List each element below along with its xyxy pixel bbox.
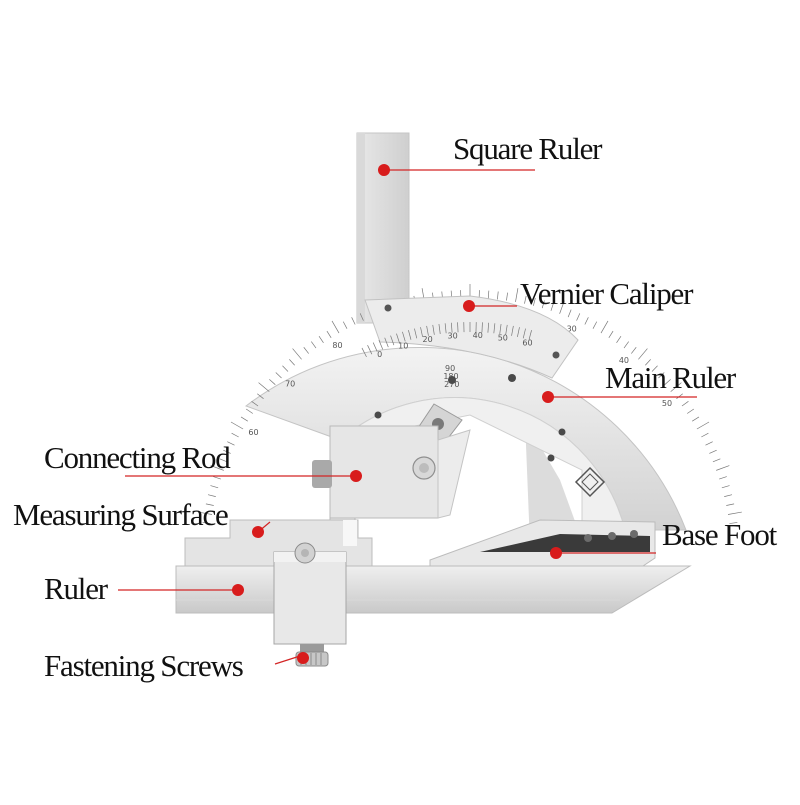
main-scale-tick <box>319 336 323 343</box>
main-scale-tick <box>701 433 708 437</box>
main-scale-tick <box>311 342 316 348</box>
fastening-screws-callout-dot <box>297 652 309 664</box>
main-scale-tick <box>259 383 270 392</box>
ruler-label: Ruler <box>44 573 107 604</box>
main-scale-tick <box>624 342 629 348</box>
main-scale-tick <box>601 321 608 333</box>
main-scale-tick <box>515 288 517 302</box>
main-scale-tick <box>246 409 253 413</box>
main-scale-tick <box>722 486 730 488</box>
vernier-scale-number: 60 <box>522 339 532 348</box>
main-scale-number: 50 <box>662 399 672 408</box>
main-scale-tick <box>716 466 729 471</box>
main-scale-tick <box>687 409 694 413</box>
main-scale-tick <box>709 450 716 453</box>
main-scale-tick <box>617 336 621 343</box>
main-scale-tick <box>724 495 732 497</box>
main-scale-tick <box>631 347 636 353</box>
measuring-surface-callout-dot <box>252 526 264 538</box>
ruler-clamp-block <box>274 543 346 644</box>
main-scale-tick <box>593 322 597 329</box>
main-scale-tick <box>343 322 347 329</box>
main-scale-tick <box>269 379 275 384</box>
main-scale-tick <box>282 366 288 372</box>
main-scale-tick <box>585 317 589 324</box>
base-foot-callout-dot <box>550 547 562 559</box>
main-scale-tick <box>728 512 742 514</box>
main-scale-tick <box>232 433 239 437</box>
main-ruler-callout-dot <box>542 391 554 403</box>
fastening-screws-label: Fastening Screws <box>44 650 243 681</box>
main-scale-number: 60 <box>248 428 258 437</box>
ruler-blade <box>176 566 690 613</box>
main-scale-tick <box>497 291 498 299</box>
vernier-scale-number: 50 <box>498 333 508 342</box>
vernier-scale-number: 0 <box>377 350 382 359</box>
vernier-scale-number: 20 <box>423 335 433 344</box>
base-foot <box>430 520 655 568</box>
main-scale-number: 80 <box>332 341 342 350</box>
main-scale-tick <box>289 359 294 365</box>
connecting-rod-callout-dot <box>350 470 362 482</box>
main-scale-tick <box>697 422 709 429</box>
main-scale-tick <box>304 347 309 353</box>
connecting-rod-label: Connecting Rod <box>44 442 230 473</box>
square-ruler-callout-dot <box>378 164 390 176</box>
square-ruler-label: Square Ruler <box>453 133 601 164</box>
main-scale-number: 70 <box>285 379 295 388</box>
main-scale-tick <box>682 401 688 406</box>
vernier-scale-number: 10 <box>398 341 408 350</box>
square-ruler <box>357 133 409 323</box>
main-scale-tick <box>609 331 613 338</box>
main-ruler-label: Main Ruler <box>605 362 735 393</box>
main-scale-tick <box>293 349 302 360</box>
base-foot-label: Base Foot <box>662 519 776 550</box>
vernier-caliper-label: Vernier Caliper <box>520 278 692 309</box>
main-scale-tick <box>506 293 507 301</box>
ruler-callout-dot <box>232 584 244 596</box>
vernier-scale-number: 40 <box>473 331 483 340</box>
main-scale-tick <box>210 486 218 488</box>
thumb-screw-icon[interactable] <box>312 460 332 488</box>
main-scale-tick <box>638 349 647 360</box>
vernier-scale-number: 30 <box>447 332 457 341</box>
main-scale-tick <box>719 477 727 479</box>
main-scale-tick <box>241 417 248 421</box>
main-scale-tick <box>726 504 734 506</box>
measuring-surface-label: Measuring Surface <box>13 499 228 530</box>
main-scale-tick <box>213 477 221 479</box>
main-scale-tick <box>577 313 580 320</box>
main-scale-tick <box>705 442 712 446</box>
main-scale-tick <box>327 331 331 338</box>
main-scale-tick <box>352 317 356 324</box>
main-scale-tick <box>276 372 282 378</box>
vernier-caliper-callout-dot <box>463 300 475 312</box>
main-scale-tick <box>713 459 720 462</box>
main-scale-tick <box>231 422 243 429</box>
main-scale-tick <box>692 417 699 421</box>
main-scale-tick <box>488 291 489 299</box>
main-scale-tick <box>332 321 339 333</box>
